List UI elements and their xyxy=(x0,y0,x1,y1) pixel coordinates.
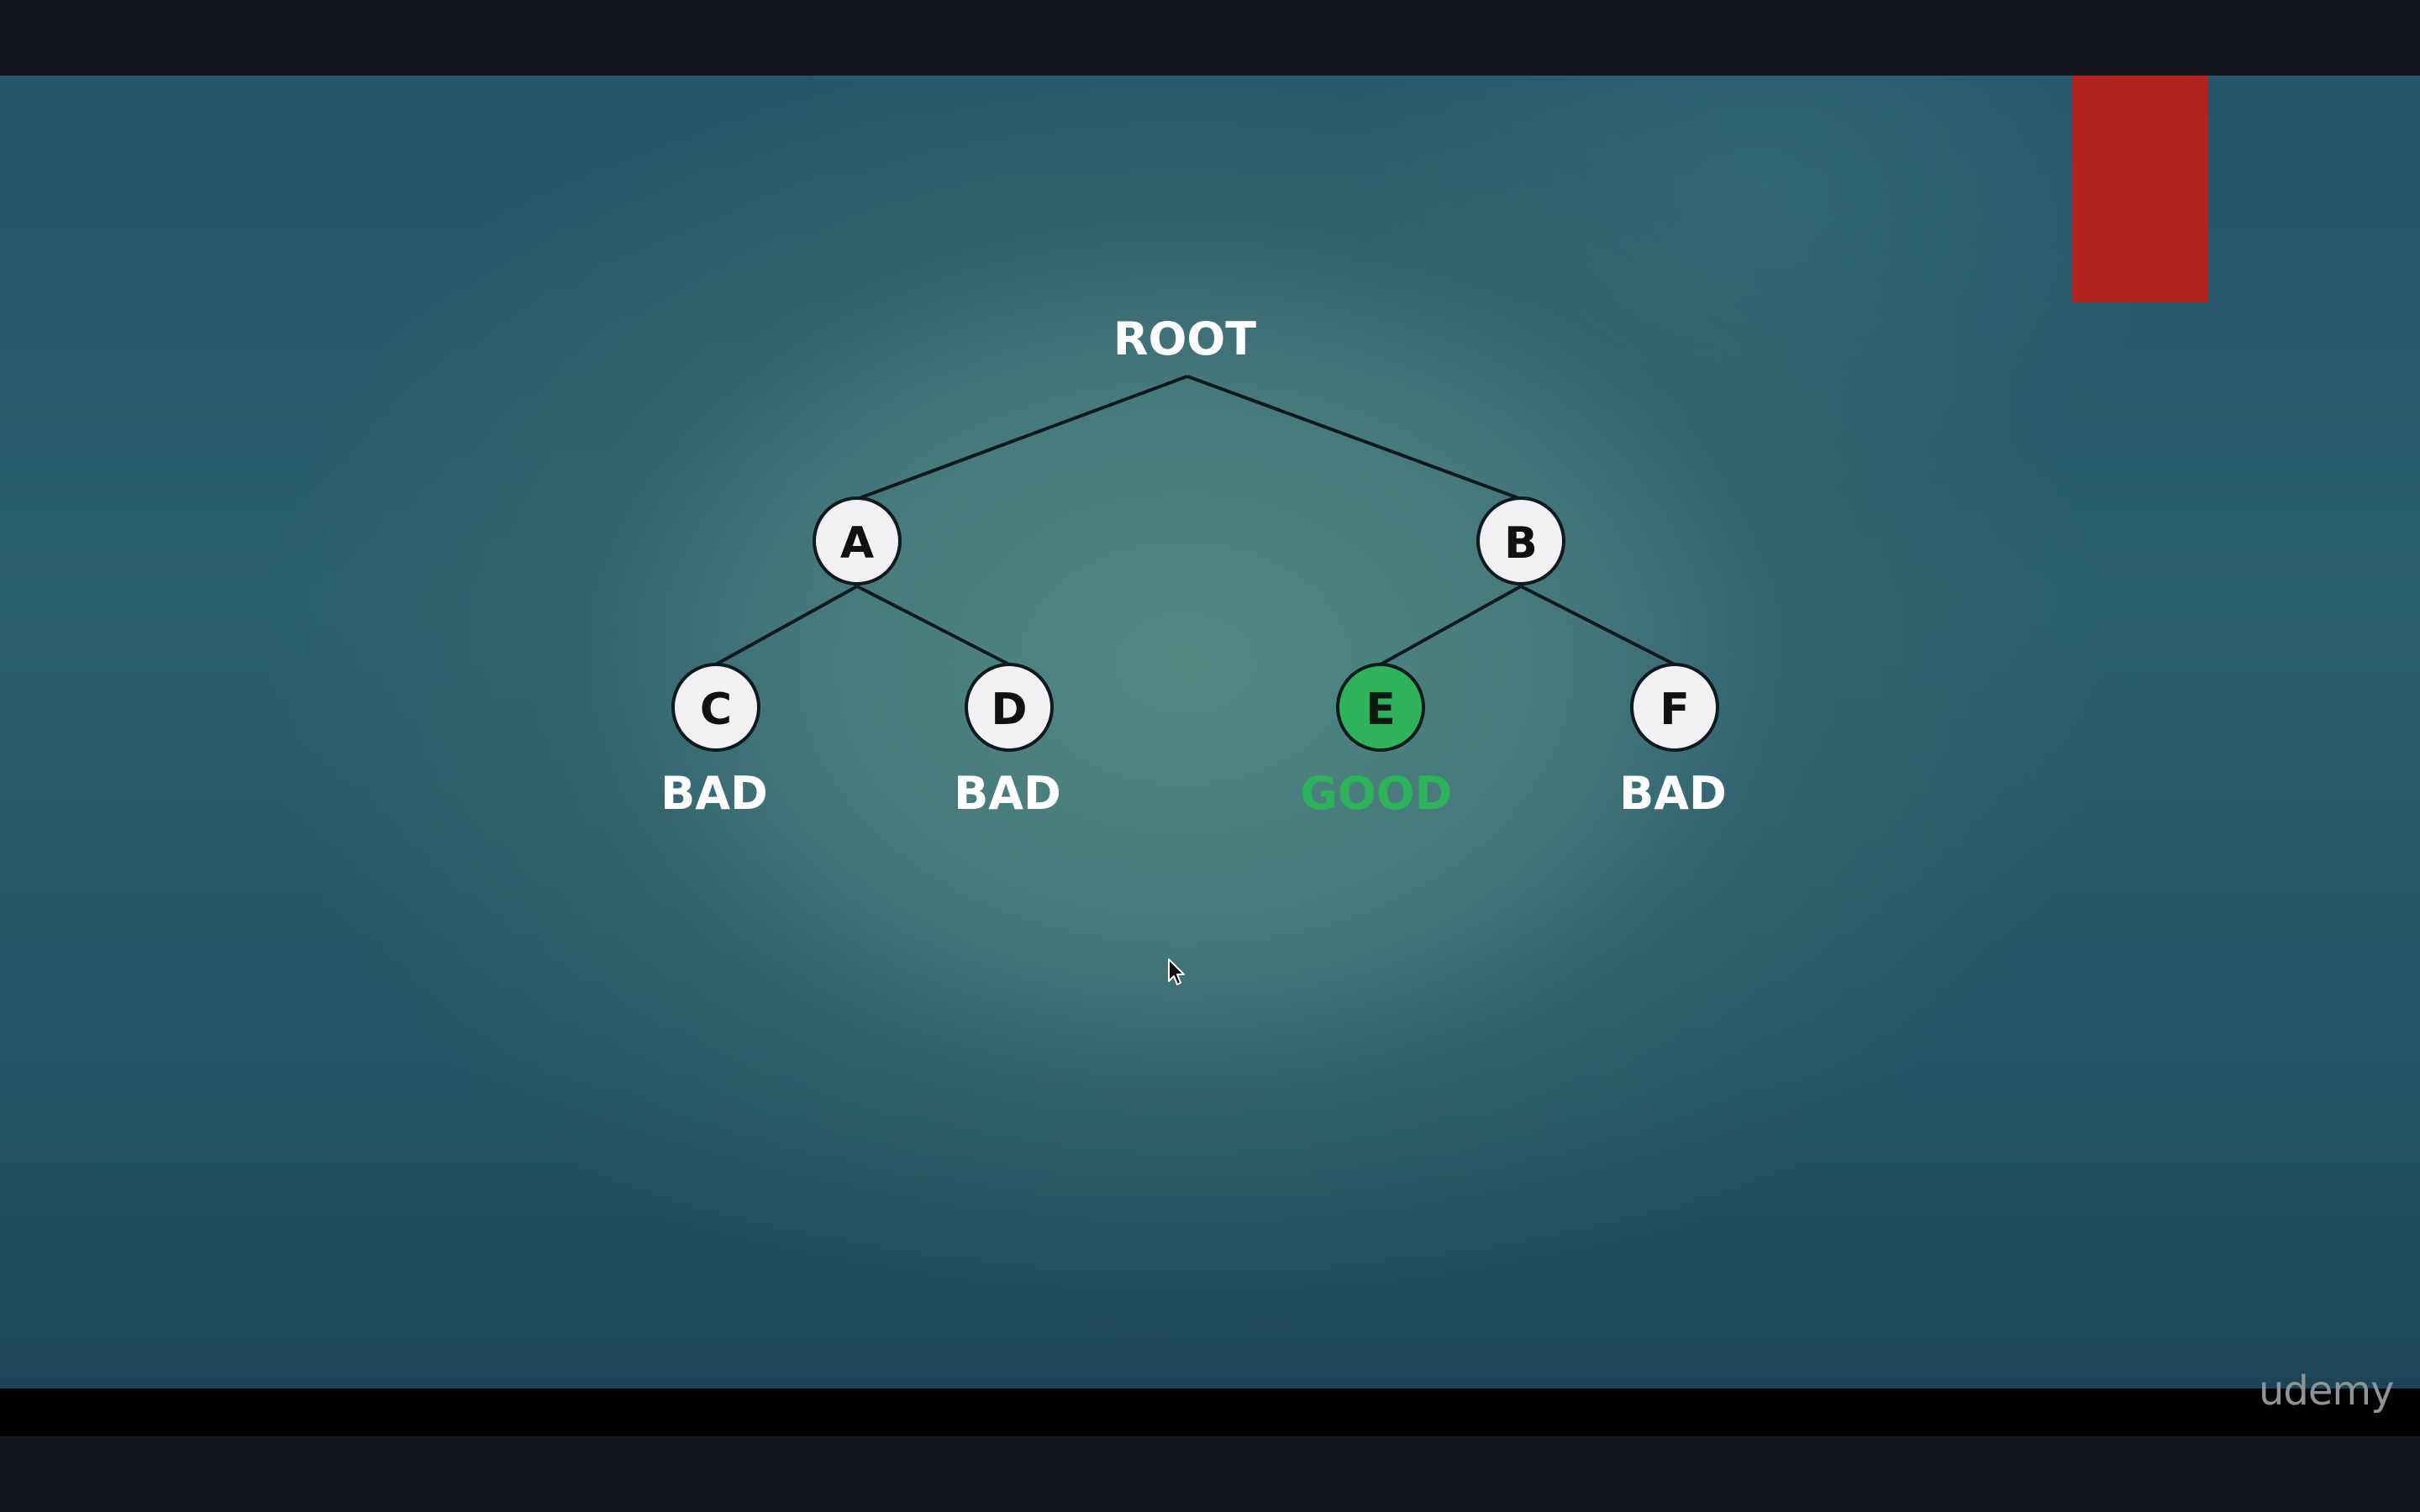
edge-a-d xyxy=(856,585,1010,666)
tree-node-d: D xyxy=(965,663,1054,752)
mouse-pointer-icon xyxy=(1168,958,1185,985)
slide: ROOT A B C D E F BAD xyxy=(0,76,2420,1389)
top-letterbox-bar xyxy=(0,0,2420,76)
edge-root-a xyxy=(856,375,1188,501)
edge-b-f xyxy=(1520,585,1676,666)
node-label-d: D xyxy=(991,685,1027,735)
udemy-watermark: udemy xyxy=(2259,1368,2395,1415)
node-label-f: F xyxy=(1660,685,1690,735)
edge-b-e xyxy=(1380,585,1522,666)
edge-root-b xyxy=(1186,375,1522,501)
tree-node-f: F xyxy=(1630,663,1719,752)
tree-node-b: B xyxy=(1476,496,1565,585)
tree-node-e: E xyxy=(1336,663,1425,752)
node-label-a: A xyxy=(840,518,874,569)
root-label: ROOT xyxy=(1113,312,1256,365)
node-label-c: C xyxy=(700,685,732,735)
tree-node-c: C xyxy=(671,663,760,752)
tree-node-a: A xyxy=(813,496,902,585)
outcome-label-d: BAD xyxy=(954,767,1061,820)
node-label-e: E xyxy=(1365,685,1396,735)
bottom-strip xyxy=(0,1436,2420,1512)
outcome-label-f: BAD xyxy=(1619,767,1727,820)
edge-a-c xyxy=(715,585,858,666)
outcome-label-c: BAD xyxy=(660,767,768,820)
outcome-label-e: GOOD xyxy=(1301,767,1453,820)
tree-diagram: ROOT A B C D E F BAD xyxy=(660,312,1727,820)
red-accent-block xyxy=(2072,76,2208,302)
node-label-b: B xyxy=(1504,518,1538,569)
bottom-letterbox-bar xyxy=(0,1389,2420,1436)
tree-edges xyxy=(715,375,1676,666)
